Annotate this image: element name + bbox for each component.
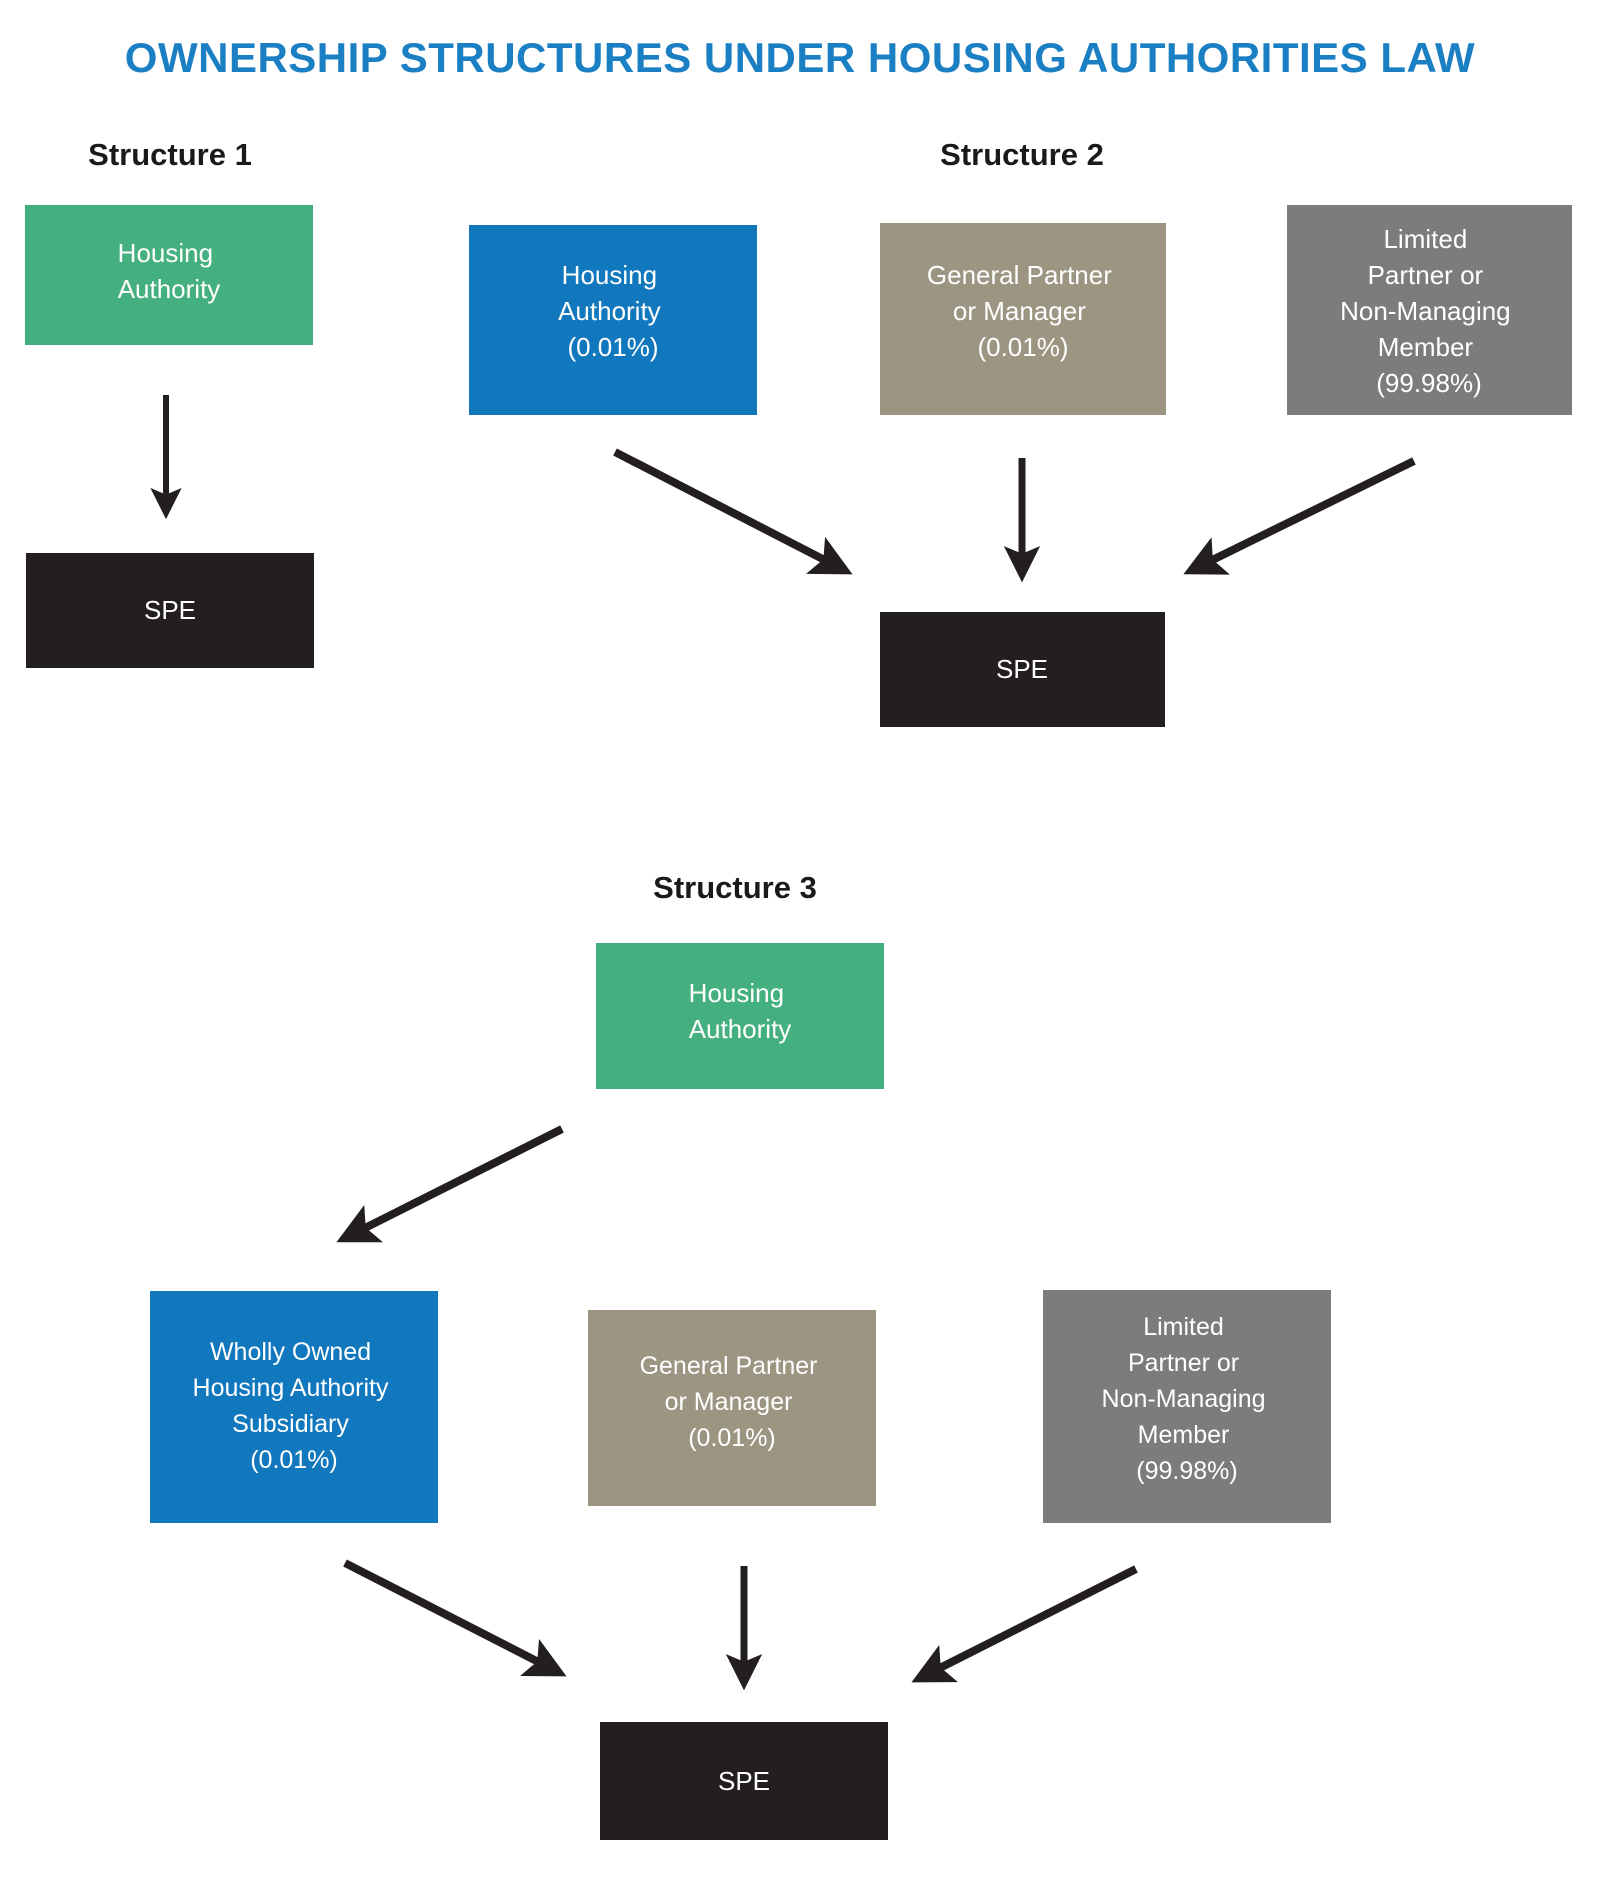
structure-3-general-partner-box[interactable]: [588, 1310, 876, 1506]
structure-3-lp-text: Limited Partner or Non-Managing Member (…: [1102, 1313, 1273, 1485]
structure-3-lp-line-3: Non-Managing: [1102, 1385, 1266, 1413]
structure-3-housing-authority-box[interactable]: [596, 943, 884, 1089]
structure-3-sub-line-3: Subsidiary: [232, 1410, 349, 1438]
structure-3-arrow-subsidiary-to-spe: [343, 1559, 567, 1677]
structure-3-subsidiary-text: Wholly Owned Housing Authority Subsidiar…: [193, 1338, 396, 1474]
structure-3-limited-partner-box[interactable]: [1043, 1290, 1331, 1523]
structure-3-sub-line-2: Housing Authority: [193, 1374, 389, 1402]
structure-2-ha-text: Housing Authority (0.01%): [558, 260, 668, 362]
structure-3-ha-line-2: Authority: [689, 1014, 792, 1044]
structure-3-ha-line-1: Housing: [689, 978, 784, 1008]
structure-3-gp-line-3: (0.01%): [688, 1424, 776, 1452]
structure-3-spe-text: SPE: [718, 1766, 770, 1796]
structure-2-gp-line-3: (0.01%): [977, 332, 1068, 362]
structure-1-spe-box[interactable]: [26, 553, 314, 668]
structure-3-sub-line-4: (0.01%): [250, 1446, 338, 1474]
structure-3-spe-box[interactable]: [600, 1722, 888, 1840]
structure-2-limited-partner-box[interactable]: [1287, 205, 1572, 415]
structure-3-arrow-ha-to-subsidiary: [336, 1125, 564, 1243]
structure-2-housing-authority-box[interactable]: [469, 225, 757, 415]
structure-2-arrow-ha-to-spe: [613, 448, 853, 575]
structure-2-spe-box[interactable]: [880, 612, 1165, 727]
structure-2-lp-line-3: Non-Managing: [1340, 296, 1511, 326]
structure-2-general-partner-box[interactable]: [880, 223, 1166, 415]
structure-3-subsidiary-box[interactable]: [150, 1291, 438, 1523]
structure-2-lp-line-1: Limited: [1383, 224, 1467, 254]
structure-2-ha-line-2: Authority: [558, 296, 661, 326]
structure-3-gp-line-1: General Partner: [640, 1352, 818, 1380]
structure-2-label: Structure 2: [940, 137, 1104, 172]
structure-2-lp-line-4: Member: [1378, 332, 1474, 362]
structure-3-lp-line-5: (99.98%): [1136, 1457, 1237, 1485]
structure-2-gp-line-1: General Partner: [927, 260, 1112, 290]
structure-1-label: Structure 1: [88, 137, 252, 172]
structure-3-lp-line-1: Limited: [1143, 1313, 1224, 1341]
structure-3-gp-line-2: or Manager: [665, 1388, 793, 1416]
structure-2-gp-text: General Partner or Manager (0.01%): [927, 260, 1119, 362]
structure-1-ha-line-1: Housing: [118, 238, 213, 268]
structure-2-spe-text: SPE: [996, 654, 1048, 684]
structure-2-ha-line-1: Housing: [562, 260, 657, 290]
structure-3-lp-line-2: Partner or: [1128, 1349, 1239, 1377]
structure-2-lp-line-2: Partner or: [1368, 260, 1484, 290]
structure-3-arrow-lp-to-spe: [911, 1565, 1138, 1683]
structure-3-label: Structure 3: [653, 870, 817, 905]
structure-1-spe-text: SPE: [144, 595, 196, 625]
structure-2-gp-line-2: or Manager: [953, 296, 1086, 326]
structure-3-sub-line-1: Wholly Owned: [210, 1338, 371, 1366]
structure-3-gp-text: General Partner or Manager (0.01%): [640, 1352, 825, 1452]
structure-2-lp-text: Limited Partner or Non-Managing Member (…: [1340, 224, 1518, 398]
structure-3-lp-line-4: Member: [1138, 1421, 1230, 1449]
structure-1-housing-authority-box[interactable]: [25, 205, 313, 345]
structure-1-ha-line-2: Authority: [118, 274, 221, 304]
structure-1-ha-text: Housing Authority: [118, 238, 221, 304]
page-title: OWNERSHIP STRUCTURES UNDER HOUSING AUTHO…: [125, 34, 1475, 81]
structure-3-ha-text: Housing Authority: [689, 978, 792, 1044]
structure-2-lp-line-5: (99.98%): [1376, 368, 1482, 398]
structure-2-ha-line-3: (0.01%): [567, 332, 658, 362]
structure-2-arrow-lp-to-spe: [1183, 457, 1416, 575]
